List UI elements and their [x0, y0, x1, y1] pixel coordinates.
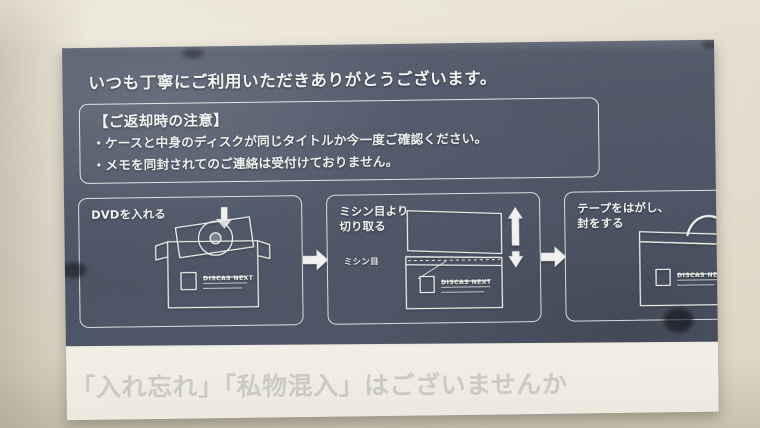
envelope-tape-seal-illustration: DISCAS NEXT: [609, 204, 719, 314]
steps-row: DVDを入れる: [77, 189, 719, 330]
envelope-logo-text-3: DISCAS NEXT: [677, 272, 719, 280]
up-down-arrow-icon: [507, 206, 524, 268]
photo-smudge: [182, 48, 205, 59]
perforation-callout-label: ミシン目: [343, 256, 380, 267]
envelope-logo-text-2: DISCAS NEXT: [441, 279, 492, 287]
right-arrow-icon-1: [302, 249, 329, 271]
bottom-light-strip: 「入れ忘れ」「私物混入」はございませんか: [62, 341, 719, 421]
envelope-perforation-illustration: DISCAS NEXT: [397, 205, 534, 315]
envelope-with-disc-illustration: DISCAS NEXT: [153, 210, 284, 316]
return-envelope-card: いつも丁寧にご利用いただきありがとうございます。 【ご返却時の注意】 ・ケースと…: [62, 39, 719, 421]
notice-line-1: ・ケースと中身のディスクが同じタイトルか今一度ご確認ください。: [92, 130, 488, 151]
step-box-3: テープをはがし、 封をする: [563, 189, 719, 322]
down-arrow-icon: [215, 206, 233, 233]
peel-curve-icon: [686, 214, 719, 237]
notice-box: 【ご返却時の注意】 ・ケースと中身のディスクが同じタイトルか今一度ご確認ください…: [78, 97, 600, 185]
step-box-2: ミシン目より 切り取る ミシン目: [325, 192, 542, 325]
notice-title: 【ご返却時の注意】: [93, 113, 229, 131]
bottom-strip-text: 「入れ忘れ」「私物混入」はございませんか: [70, 369, 568, 403]
right-arrow-icon-2: [540, 246, 567, 268]
notice-line-2: ・メモを同封されてのご連絡は受付けておりません。: [92, 153, 399, 173]
envelope-logo-text-1: DISCAS NEXT: [203, 275, 254, 283]
step-box-1: DVDを入れる: [77, 195, 304, 329]
headline-text: いつも丁寧にご利用いただきありがとうございます。: [88, 68, 498, 93]
